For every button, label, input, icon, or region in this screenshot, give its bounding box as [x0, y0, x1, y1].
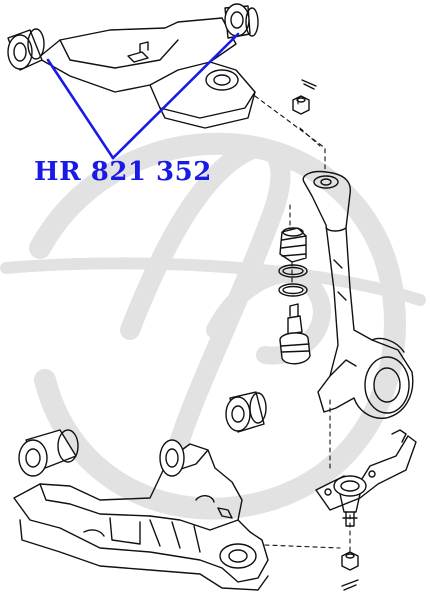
upper-bushing-right — [224, 3, 259, 39]
upper-control-arm — [37, 17, 256, 129]
lower-control-arm — [13, 439, 269, 591]
upper-nut — [292, 79, 317, 115]
snap-ring-upper — [278, 264, 308, 278]
dust-boot — [279, 227, 307, 263]
part-number-label: HR 821 352 — [34, 157, 212, 187]
lower-bushing-right — [225, 391, 267, 433]
upper-bushing-left — [7, 28, 45, 71]
steering-knuckle — [302, 170, 414, 419]
snap-ring-lower — [278, 283, 308, 297]
ball-joint — [279, 303, 311, 365]
lower-ball-joint — [315, 429, 417, 527]
lower-bushing-left — [18, 429, 79, 477]
lower-nut — [341, 551, 359, 591]
